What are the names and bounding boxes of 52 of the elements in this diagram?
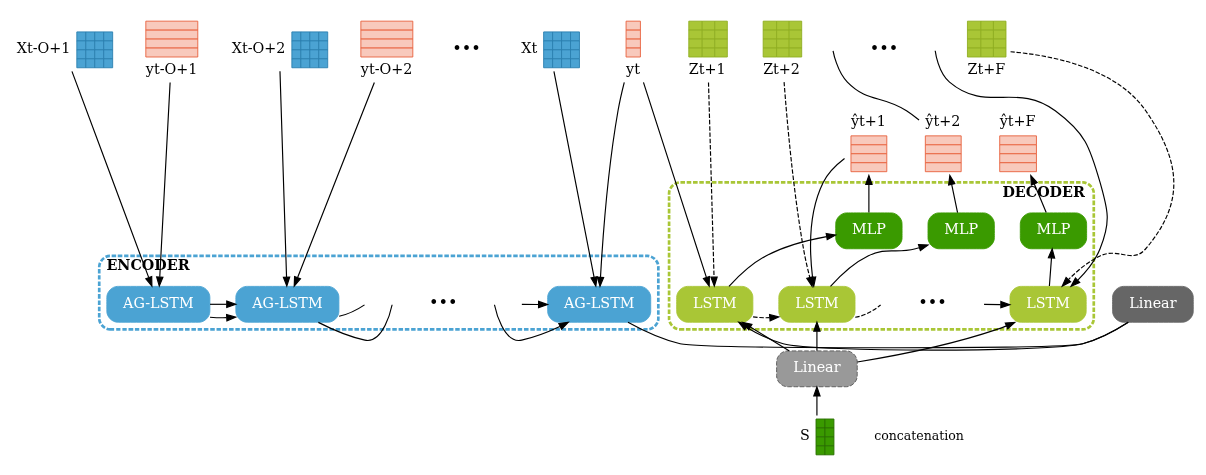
node-label: Xt-O+1 (16, 39, 71, 56)
node-label: Zt+F (967, 60, 1006, 77)
node-label: yt-O+1 (145, 60, 198, 77)
node-label: S (799, 426, 810, 443)
node-box: LSTM (778, 285, 856, 323)
node-box: MLP (927, 211, 995, 249)
arrow (812, 320, 821, 351)
arrow (947, 173, 959, 213)
node-box: LSTM (676, 285, 754, 323)
arrow (783, 81, 814, 288)
label: ••• (918, 292, 947, 312)
legend-label: concatenation (874, 427, 964, 443)
node-box: MLP (835, 211, 903, 249)
arrow (707, 81, 718, 288)
node-label: yt (626, 60, 640, 77)
label: ••• (452, 38, 481, 58)
arrow (642, 81, 710, 288)
arrow (856, 321, 1017, 363)
arrow (71, 70, 153, 288)
arrow (741, 320, 790, 351)
node-label: ŷt+1 (850, 112, 886, 129)
node-box: MLP (1019, 211, 1088, 249)
label: ••• (869, 38, 899, 58)
node-label: Xt-O+2 (231, 39, 286, 56)
node-box: Linear (776, 349, 858, 387)
arrow (279, 70, 291, 288)
connector (317, 303, 393, 341)
connector (338, 303, 366, 317)
node-label: Zt+1 (688, 60, 726, 77)
connector (832, 49, 920, 121)
arrow (596, 81, 625, 288)
node-label: yt-O+2 (360, 60, 413, 77)
node-label: Zt+2 (763, 60, 800, 77)
node-label: Xt (521, 39, 538, 56)
arrow (752, 313, 781, 322)
arrow (812, 384, 821, 416)
arrow (1047, 246, 1056, 287)
arrow (553, 70, 598, 288)
node-box: Linear (1112, 285, 1194, 323)
arrow (155, 81, 171, 288)
node-box: AG-LSTM (235, 285, 340, 323)
node-label: ŷt+F (999, 112, 1036, 129)
arrow (829, 243, 930, 287)
arrow (864, 173, 873, 213)
node-box: AG-LSTM (106, 285, 211, 323)
arrow (293, 81, 375, 288)
node-box: AG-LSTM (547, 285, 652, 323)
arrow (1009, 50, 1175, 288)
label: ••• (429, 292, 458, 312)
node-label: ŷt+2 (925, 112, 961, 129)
node-box: LSTM (1009, 285, 1087, 323)
connector (854, 303, 882, 318)
